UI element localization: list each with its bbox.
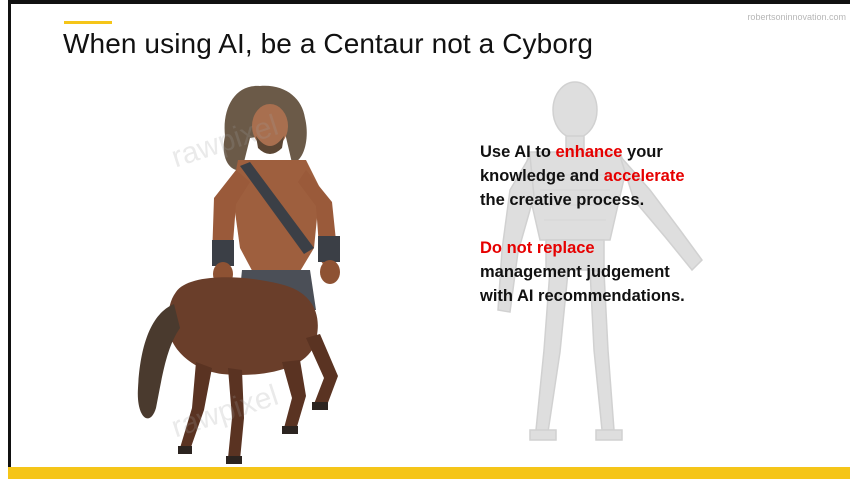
point2-emphasis: Do not replace	[480, 239, 595, 257]
bottom-accent-bar	[8, 467, 850, 479]
point1-emphasis-enhance: enhance	[555, 143, 623, 161]
point1-text-e: the creative process.	[480, 191, 645, 209]
point-do-not-replace: Do not replace management judgement with…	[480, 236, 700, 308]
title-accent-line	[64, 21, 112, 24]
watermark-url: robertsoninnovation.com	[747, 12, 846, 22]
slide-title: When using AI, be a Centaur not a Cyborg	[63, 28, 594, 59]
slide-left-border	[8, 0, 11, 479]
point1-emphasis-accelerate: accelerate	[603, 167, 685, 185]
point1-text-a: Use AI to	[480, 143, 556, 161]
point-enhance: Use AI to enhance your knowledge and acc…	[480, 140, 700, 212]
slide-top-border	[8, 0, 850, 4]
point1-text-c: your knowledge and	[480, 143, 663, 185]
centaur-illustration	[137, 85, 340, 464]
cyborg-illustration	[497, 81, 703, 441]
key-points: Use AI to enhance your knowledge and acc…	[480, 140, 700, 308]
point2-text: management judgement with AI recommendat…	[480, 263, 685, 305]
